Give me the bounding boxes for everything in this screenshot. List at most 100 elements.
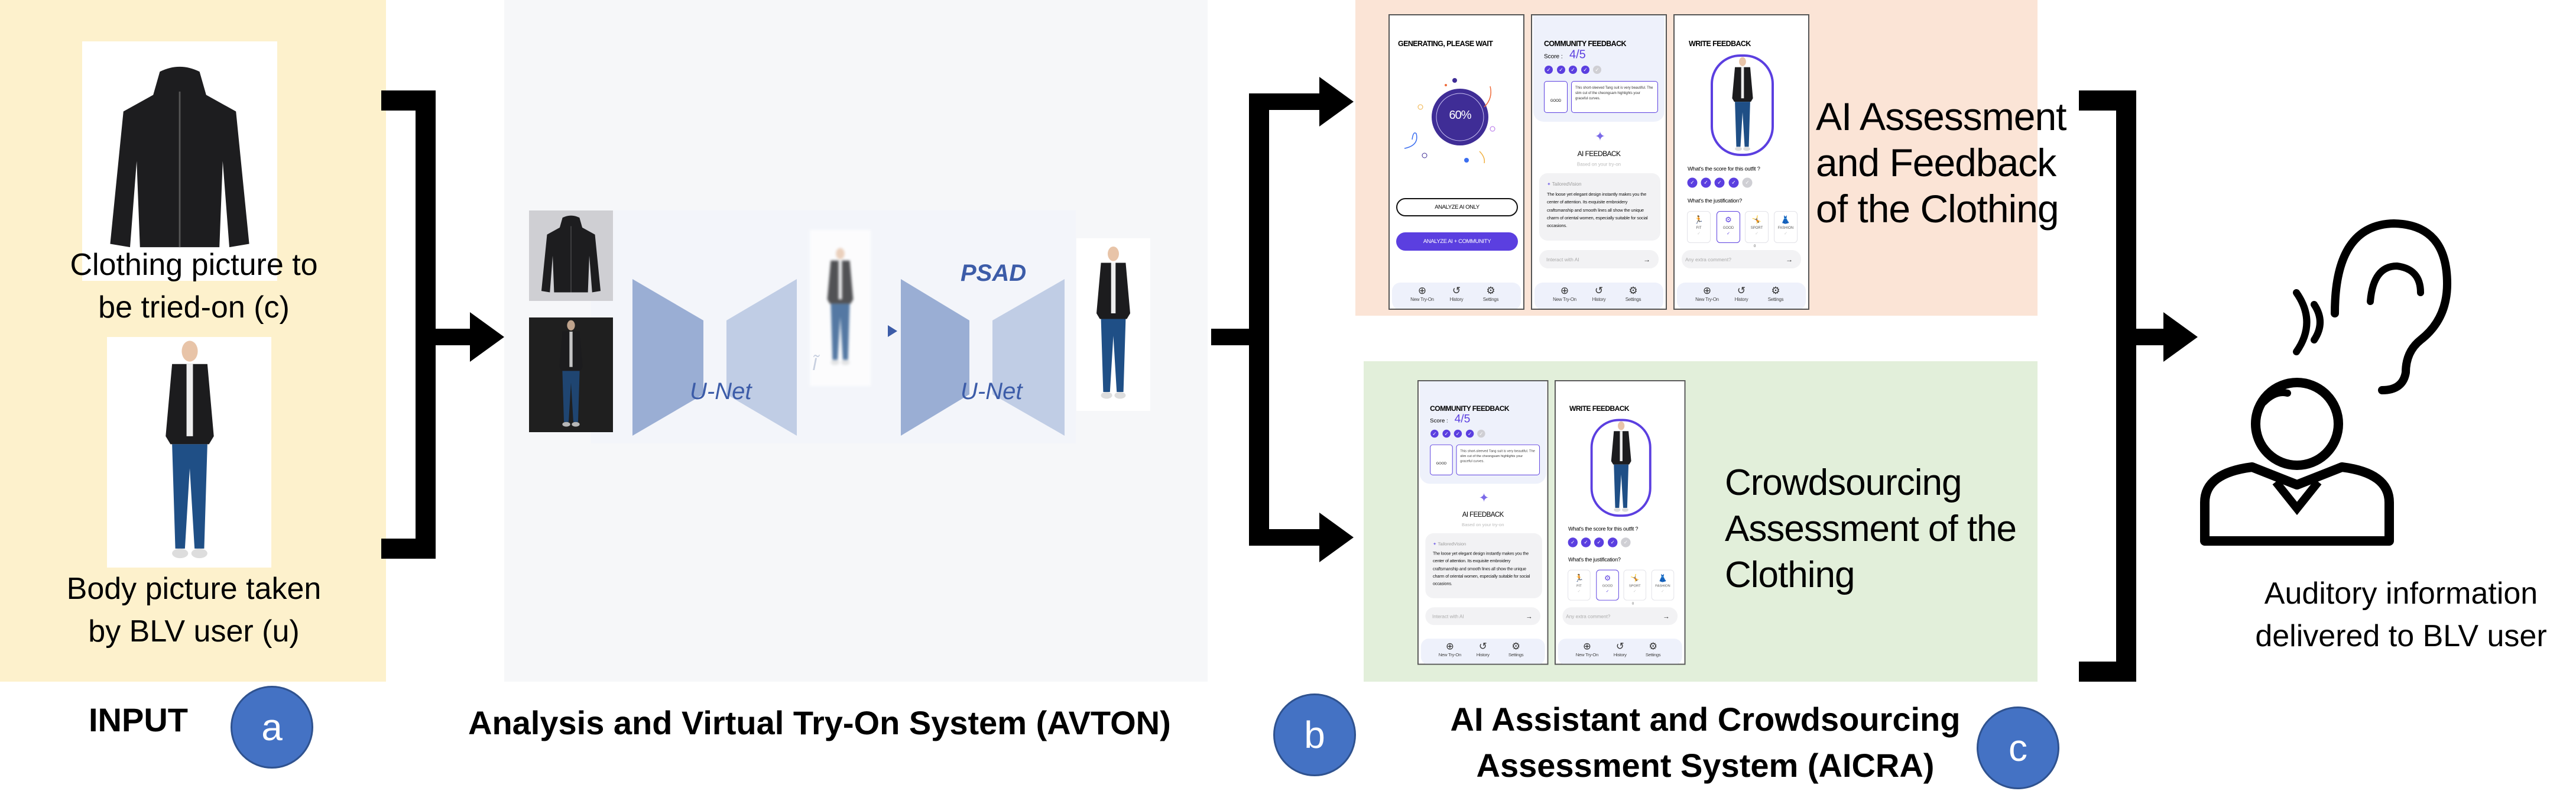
score-label: Score : — [1544, 53, 1563, 60]
avton-label: Analysis and Virtual Try-On System (AVTO… — [468, 704, 1171, 741]
text-line: Crowdsourcing — [1725, 462, 1962, 503]
tryon-photo — [1711, 54, 1774, 156]
check-filled-icon[interactable]: ✓ — [1594, 537, 1604, 547]
arrow-right-icon[interactable]: → — [1786, 255, 1793, 264]
score-label: Score : — [1430, 418, 1448, 424]
nav-new-try-on[interactable]: ⊕New Try-On — [1547, 285, 1582, 302]
nav-label: History — [1613, 652, 1627, 657]
check-filled-icon[interactable]: ✓ — [1545, 66, 1553, 74]
nav-settings[interactable]: ⚙Settings — [1636, 641, 1670, 657]
unet-1-decoder — [726, 279, 797, 436]
tag-label: GOOD — [1436, 462, 1447, 466]
analyze-ai-only-button[interactable]: ANALYZE AI ONLY — [1396, 198, 1518, 216]
check-filled-icon[interactable]: ✓ — [1430, 429, 1439, 438]
input-placeholder: Interact with AI — [1546, 256, 1579, 262]
nav-label: History — [1734, 297, 1748, 302]
extra-comment-input[interactable]: Any extra comment?→ — [1562, 607, 1678, 625]
nav-label: New Try-On — [1575, 652, 1599, 657]
check-empty-icon[interactable]: ✓ — [1593, 66, 1601, 74]
option-label: SPORT — [1750, 226, 1763, 230]
plus-circle-icon: ⊕ — [1446, 641, 1454, 652]
check-filled-icon[interactable]: ✓ — [1714, 177, 1725, 188]
nav-new-try-on[interactable]: ⊕New Try-On — [1404, 285, 1440, 302]
community-comment: This short-sleeved Tang suit is very bea… — [1571, 81, 1658, 113]
check-filled-icon[interactable]: ✓ — [1728, 177, 1739, 188]
option-fashion[interactable]: 👗FASHION✓ — [1774, 211, 1798, 243]
check-filled-icon[interactable]: ✓ — [1465, 429, 1474, 438]
arrow-right-icon[interactable]: → — [1643, 255, 1650, 264]
nav-new-try-on[interactable]: ⊕New Try-On — [1570, 641, 1604, 657]
option-label: FIT — [1696, 226, 1702, 230]
check-empty-icon[interactable]: ✓ — [1621, 537, 1631, 547]
option-label: GOOD — [1722, 226, 1734, 230]
nav-label: New Try-On — [1410, 297, 1434, 302]
option-fit[interactable]: 🏃FIT✓ — [1687, 211, 1711, 243]
option-icon: ⚙ — [1725, 215, 1732, 224]
psad-label: PSAD — [961, 260, 1027, 286]
check-filled-icon[interactable]: ✓ — [1687, 177, 1698, 188]
check-empty-icon[interactable]: ✓ — [1742, 177, 1753, 188]
nav-settings[interactable]: ⚙Settings — [1758, 285, 1793, 302]
option-sport[interactable]: 🤸SPORT✓ — [1745, 211, 1769, 243]
nav-history[interactable]: ↺History — [1439, 285, 1474, 302]
score-value: 4/5 — [1569, 48, 1586, 61]
sparkle-icon: ✦ — [1478, 490, 1490, 505]
gear-icon: ⚙ — [1771, 285, 1780, 296]
check-filled-icon: ✓ — [1727, 232, 1730, 236]
check-filled-icon[interactable]: ✓ — [1557, 66, 1565, 74]
nav-new-try-on[interactable]: ⊕New Try-On — [1689, 285, 1725, 302]
check-filled-icon[interactable]: ✓ — [1454, 429, 1462, 438]
option-sport[interactable]: 🤸SPORT✓ — [1623, 569, 1647, 601]
tag-good: GOOD — [1430, 444, 1453, 475]
ai-feedback-subtitle: Based on your try-on — [1576, 161, 1621, 167]
option-fashion[interactable]: 👗FASHION✓ — [1651, 569, 1675, 601]
option-icon: 🤸 — [1630, 573, 1640, 582]
clothing-image — [82, 41, 277, 281]
nav-settings[interactable]: ⚙Settings — [1499, 641, 1533, 657]
input-placeholder: Any extra comment? — [1685, 256, 1731, 262]
nav-history[interactable]: ↺History — [1603, 641, 1637, 657]
body-caption: Body picture taken by BLV user (u) — [24, 568, 364, 653]
arrow-2-top-shaft — [1265, 93, 1321, 110]
check-filled-icon[interactable]: ✓ — [1581, 537, 1591, 547]
arrow-3-shaft — [2134, 329, 2165, 345]
nav-history[interactable]: ↺History — [1724, 285, 1759, 302]
check-filled-icon[interactable]: ✓ — [1581, 66, 1589, 74]
option-label: FASHION — [1777, 226, 1794, 230]
body-edge-image — [529, 317, 613, 432]
analyze-ai-community-button[interactable]: ANALYZE AI + COMMUNITY — [1396, 232, 1518, 251]
check-filled-icon[interactable]: ✓ — [1701, 177, 1711, 188]
justification-question: What's the justification? — [1688, 197, 1742, 205]
check-filled-icon[interactable]: ✓ — [1608, 537, 1618, 547]
option-fit[interactable]: 🏃FIT✓ — [1568, 569, 1591, 601]
arrow-right-icon[interactable]: → — [1525, 612, 1533, 620]
check-filled-icon[interactable]: ✓ — [1569, 66, 1577, 74]
nav-settings[interactable]: ⚙Settings — [1615, 285, 1651, 302]
check-filled-icon[interactable]: ✓ — [1442, 429, 1451, 438]
nav-settings[interactable]: ⚙Settings — [1473, 285, 1508, 302]
check-empty-icon[interactable]: ✓ — [1477, 429, 1485, 438]
interact-with-ai-input[interactable]: Interact with AI → — [1539, 250, 1659, 268]
interact-with-ai-input[interactable]: Interact with AI→ — [1425, 607, 1541, 625]
arrow-1-shaft — [436, 329, 471, 345]
ai-source: ✦ TailoredVision — [1547, 182, 1654, 187]
arrow-3-head — [2163, 312, 2198, 362]
extra-comment-input[interactable]: Any extra comment? → — [1682, 250, 1801, 268]
option-good[interactable]: ⚙GOOD✓ — [1596, 569, 1619, 601]
nav-label: History — [1592, 297, 1606, 302]
check-filled-icon[interactable]: ✓ — [1568, 537, 1578, 547]
label-line: Assessment System (AICRA) — [1476, 747, 1935, 784]
option-good[interactable]: ⚙ GOOD ✓ — [1717, 211, 1740, 243]
arrow-right-icon[interactable]: → — [1662, 612, 1670, 620]
gear-icon: ⚙ — [1511, 641, 1520, 652]
bottom-nav: ⊕New Try-On↺History⚙Settings — [1677, 283, 1806, 309]
option-icon: 🤸 — [1751, 215, 1762, 224]
plus-circle-icon: ⊕ — [1417, 285, 1427, 296]
ai-source: ✦ TailoredVision — [1433, 542, 1536, 547]
nav-history[interactable]: ↺History — [1581, 285, 1617, 302]
nav-new-try-on[interactable]: ⊕New Try-On — [1433, 641, 1467, 657]
input-label: INPUT — [89, 701, 188, 738]
nav-history[interactable]: ↺History — [1466, 641, 1500, 657]
